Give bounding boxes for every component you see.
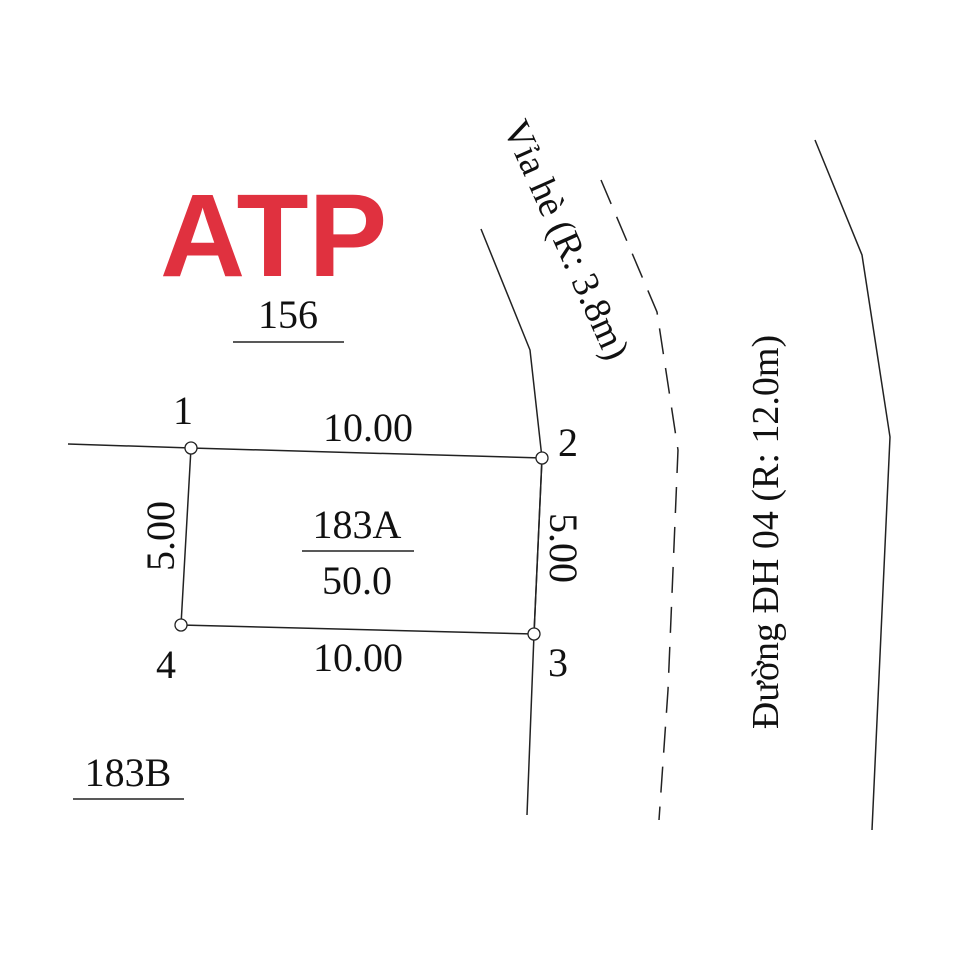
vertex-3-marker <box>527 627 541 641</box>
road-far-edge-line <box>814 139 891 831</box>
edge-left-length: 5.00 <box>138 501 183 571</box>
edge-bottom-length: 10.00 <box>313 635 403 680</box>
vertex-2-label: 2 <box>558 420 578 465</box>
road-label: Đường ĐH 04 (R: 12.0m) <box>745 335 787 729</box>
boundary-extension-west <box>67 443 192 449</box>
vertex-4-marker <box>174 618 188 632</box>
sidewalk-label: Vỉa hè (R: 3.8m) <box>494 114 637 366</box>
vertex-1-label: 1 <box>173 388 193 433</box>
parcel-156-label: 156 <box>258 292 318 337</box>
atp-logo: ATP <box>160 170 387 302</box>
vertex-1-marker <box>184 441 198 455</box>
parcel-183a-id: 183A <box>313 502 402 547</box>
vertex-4-label: 4 <box>156 642 176 687</box>
edge-top-length: 10.00 <box>323 405 413 450</box>
road-edge-dashed-line <box>600 179 679 821</box>
parcel-183a-area: 50.0 <box>322 558 392 603</box>
vertex-3-label: 3 <box>548 640 568 685</box>
sidewalk-edge-line <box>480 228 543 816</box>
parcel-183b-label: 183B <box>85 750 172 795</box>
edge-right-length: 5.00 <box>541 513 586 583</box>
vertex-2-marker <box>535 451 549 465</box>
